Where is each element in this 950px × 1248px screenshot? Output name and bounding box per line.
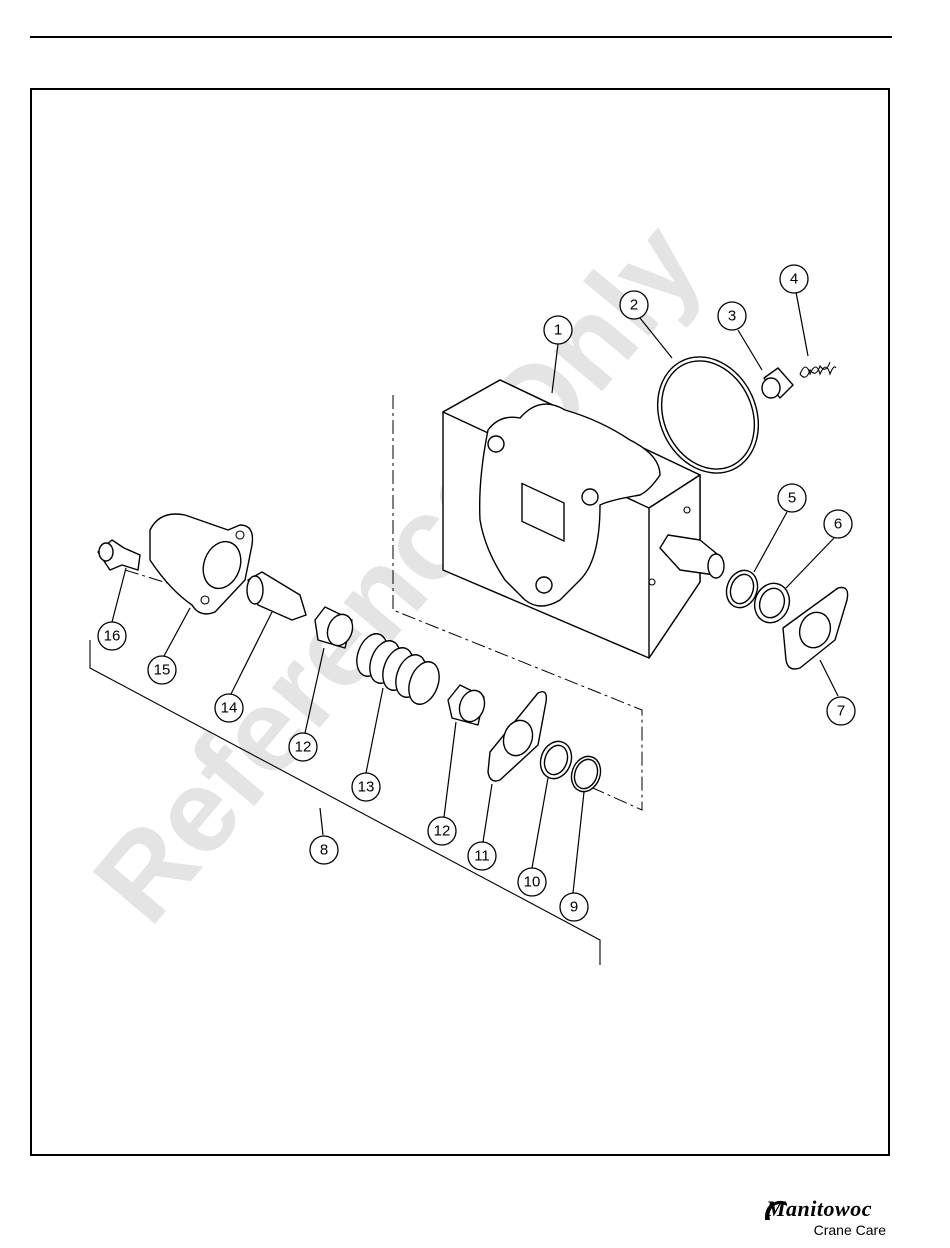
callout-12-upper: 12 (289, 733, 317, 761)
callout-5: 5 (778, 484, 806, 512)
svg-text:12: 12 (434, 823, 451, 840)
callout-11: 11 (468, 842, 496, 870)
callout-3: 3 (718, 302, 746, 330)
svg-text:14: 14 (221, 700, 238, 717)
callout-12-lower: 12 (428, 817, 456, 845)
callout-13: 13 (352, 773, 380, 801)
small-spring (800, 362, 836, 377)
svg-text:2: 2 (630, 297, 638, 314)
callout-10: 10 (518, 868, 546, 896)
svg-text:15: 15 (154, 662, 171, 679)
svg-text:1: 1 (554, 322, 562, 339)
cap-screw (98, 540, 140, 570)
callout-2: 2 (620, 291, 648, 319)
svg-text:10: 10 (524, 874, 541, 891)
gasket-11 (488, 692, 546, 781)
callout-14: 14 (215, 694, 243, 722)
gasket-7 (783, 588, 848, 670)
svg-text:4: 4 (790, 271, 798, 288)
seal-ring-10 (535, 737, 576, 783)
callout-4: 4 (780, 265, 808, 293)
logo-brand: Manitowoc (766, 1196, 872, 1222)
seal-ring-9 (567, 752, 606, 795)
svg-text:6: 6 (834, 516, 842, 533)
svg-text:16: 16 (104, 628, 121, 645)
end-cover (150, 514, 253, 614)
callout-1: 1 (544, 316, 572, 344)
plunger (247, 572, 306, 620)
svg-text:3: 3 (728, 308, 736, 325)
manitowoc-logo: Manitowoc Crane Care (766, 1196, 890, 1242)
callout-9: 9 (560, 893, 588, 921)
callout-6: 6 (824, 510, 852, 538)
svg-text:9: 9 (570, 899, 578, 916)
svg-text:5: 5 (788, 490, 796, 507)
svg-text:8: 8 (320, 842, 328, 859)
callout-8: 8 (310, 836, 338, 864)
callout-7: 7 (827, 697, 855, 725)
callout-15: 15 (148, 656, 176, 684)
bushing-lower (448, 685, 489, 725)
svg-text:11: 11 (474, 848, 490, 865)
logo-subtitle: Crane Care (814, 1222, 886, 1238)
svg-text:7: 7 (837, 703, 845, 720)
svg-text:12: 12 (295, 739, 312, 756)
callout-16: 16 (98, 622, 126, 650)
plug (762, 368, 793, 398)
svg-text:13: 13 (358, 779, 375, 796)
